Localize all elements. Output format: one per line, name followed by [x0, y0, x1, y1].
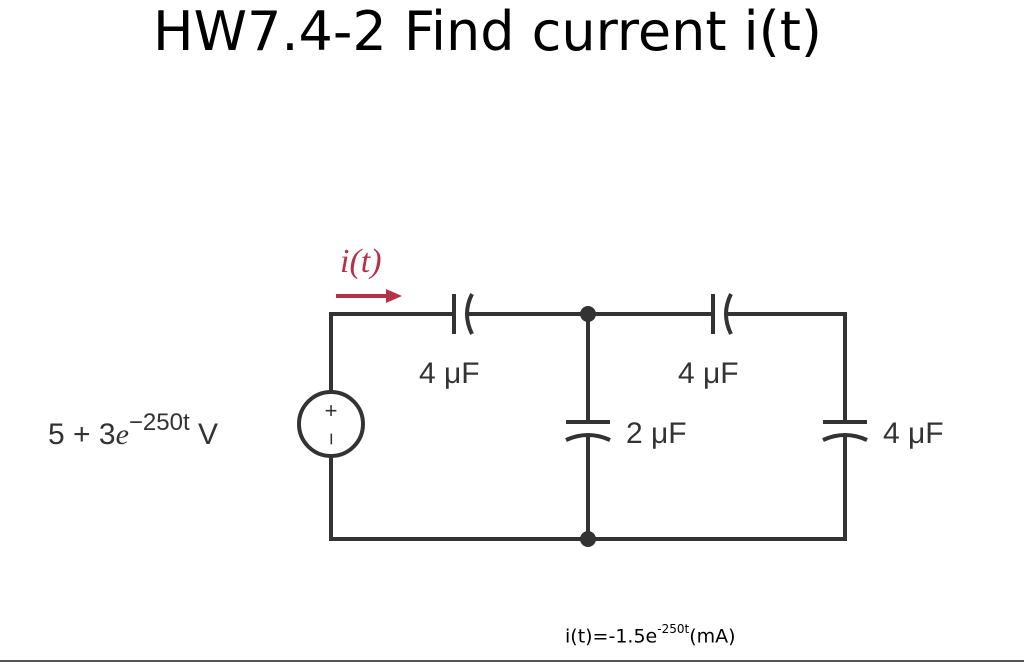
answer-exponent: -250t: [657, 622, 690, 636]
capacitor-c2-label: 4 μF: [678, 357, 739, 390]
capacitor-c4-label: 4 μF: [883, 417, 944, 450]
current-label: i(t): [340, 243, 382, 280]
bottom-divider: [0, 660, 1024, 662]
source-plus-sign: +: [325, 398, 338, 423]
capacitor-c2: [711, 293, 733, 335]
current-arrow-icon: [336, 289, 402, 303]
page-title: HW7.4-2 Find current i(t): [153, 0, 822, 63]
wires: [329, 312, 847, 541]
answer-suffix: (mA): [689, 625, 736, 648]
capacitor-c3-label: 2 μF: [626, 417, 687, 450]
voltage-source-icon: + −: [297, 390, 365, 458]
node-top: [580, 306, 596, 322]
node-bottom: [580, 531, 596, 547]
source-label: 5 + 3e−250t V: [48, 409, 218, 451]
capacitor-c3: [565, 420, 611, 442]
source-minus-sign: −: [319, 433, 344, 446]
capacitor-c4: [822, 420, 868, 442]
capacitor-c1: [452, 293, 474, 335]
capacitor-c1-label: 4 μF: [419, 357, 480, 390]
answer-text: i(t)=-1.5e-250t(mA): [565, 622, 736, 648]
answer-prefix: i(t)=-1.5e: [565, 625, 658, 648]
